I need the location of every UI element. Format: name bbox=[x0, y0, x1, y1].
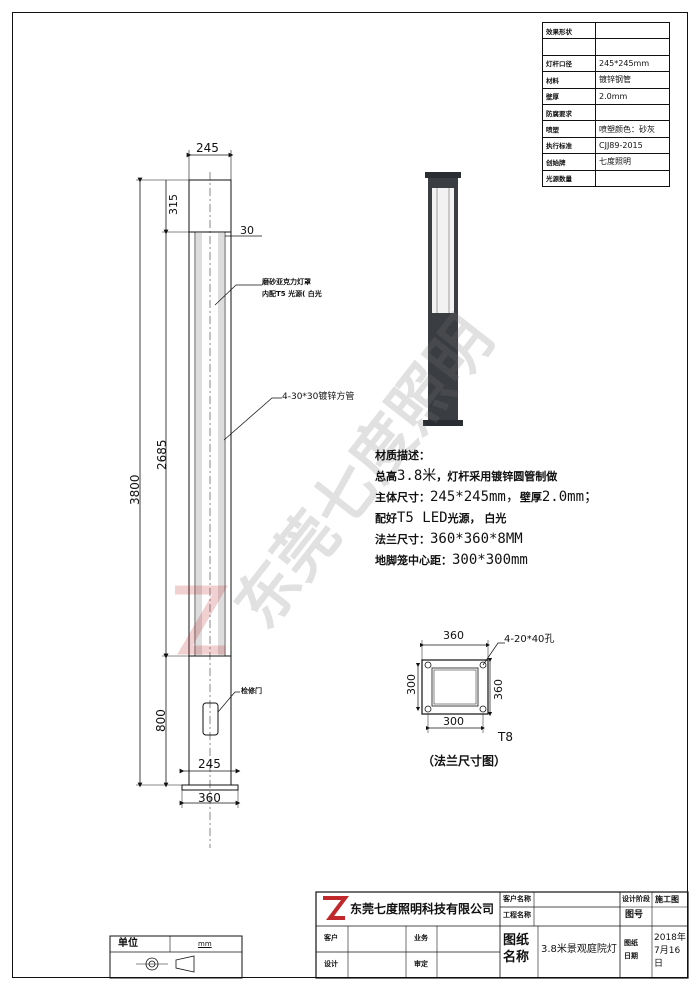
callout-door: 检修门 bbox=[241, 687, 262, 695]
unit-label: 单位 bbox=[118, 938, 138, 949]
dim-base-360: 360 bbox=[198, 791, 221, 805]
dim-bottom-245: 245 bbox=[198, 757, 221, 771]
dim-top-width: 245 bbox=[196, 141, 219, 155]
spec-key: 灯杆口径 bbox=[542, 54, 596, 73]
description-line-3: 配好T5 LED光源， 白光 bbox=[375, 510, 507, 526]
spec-row: 光源数量 bbox=[542, 169, 670, 187]
unit-value: mm bbox=[198, 940, 212, 948]
spec-value bbox=[595, 103, 670, 122]
flange-caption: （法兰尺寸图） bbox=[422, 754, 507, 768]
spec-value bbox=[595, 21, 670, 40]
spec-row bbox=[542, 38, 670, 56]
design-stage-label: 设计阶段 bbox=[622, 895, 650, 903]
spec-key: 光源数量 bbox=[542, 169, 596, 187]
dim-800: 800 bbox=[154, 709, 168, 732]
design-stage: 施工图 bbox=[655, 895, 679, 904]
business-label: 业务 bbox=[414, 934, 428, 942]
spec-value: 2.0mm bbox=[595, 87, 670, 105]
spec-key: 创始牌 bbox=[542, 153, 596, 171]
spec-row: 防腐要求 bbox=[542, 103, 670, 122]
drawing-name: 3.8米景观庭院灯 bbox=[541, 944, 617, 955]
product-illustration bbox=[423, 172, 463, 426]
spec-value: 喷塑颜色：砂灰 bbox=[595, 120, 670, 138]
spec-key: 防腐要求 bbox=[542, 103, 596, 122]
description-line-2: 主体尺寸：245*245mm，壁厚2.0mm； bbox=[375, 489, 599, 505]
spec-key: 喷塑 bbox=[542, 120, 596, 138]
spec-row: 喷塑喷塑颜色：砂灰 bbox=[542, 120, 670, 138]
review-label: 审定 bbox=[414, 960, 428, 968]
description-line-4: 法兰尺寸：360*360*8MM bbox=[375, 531, 523, 547]
company-logo bbox=[323, 896, 349, 920]
date-label: 图纸日期 bbox=[624, 939, 638, 960]
description-line-1: 总高3.8米，灯杆采用镀锌圆管制做 bbox=[375, 468, 558, 484]
description-line-5: 地脚笼中心距：300*300mm bbox=[375, 552, 528, 568]
drawing-no-label: 图号 bbox=[625, 910, 644, 920]
spec-value: 七度照明 bbox=[595, 153, 670, 171]
spec-row: 材料镀锌钢管 bbox=[542, 71, 670, 89]
spec-row: 创始牌七度照明 bbox=[542, 153, 670, 171]
title-block-lines bbox=[109, 891, 689, 979]
spec-key: 壁厚 bbox=[542, 87, 596, 105]
spec-key bbox=[542, 38, 596, 56]
flange-dim-top: 360 bbox=[443, 629, 464, 642]
drawing-date: 2018年7月16日 bbox=[654, 933, 686, 969]
dim-30: 30 bbox=[240, 224, 254, 237]
drawing-name-label: 图纸名称 bbox=[503, 933, 530, 965]
callout-diffuser-2: 内配T5 光源( 白光 bbox=[262, 290, 322, 298]
flange-holes: 4-20*40孔 bbox=[504, 634, 555, 645]
spec-value bbox=[595, 38, 670, 56]
description-title: 材质描述： bbox=[375, 449, 430, 462]
material-description: 材质描述： 总高3.8米，灯杆采用镀锌圆管制做 主体尺寸：245*245mm，壁… bbox=[375, 446, 598, 571]
spec-key: 材料 bbox=[542, 71, 596, 89]
spec-value: CJJ89-2015 bbox=[595, 136, 670, 155]
spec-key: 执行标准 bbox=[542, 136, 596, 155]
project-name-label: 工程名称 bbox=[503, 911, 531, 919]
customer-name-label: 客户名称 bbox=[503, 895, 531, 903]
dim-315: 315 bbox=[167, 194, 180, 215]
company-name: 东莞七度照明科技有限公司 bbox=[350, 902, 495, 916]
design-label: 设计 bbox=[324, 960, 338, 968]
dim-3800: 3800 bbox=[128, 474, 142, 505]
pole-elevation bbox=[181, 179, 239, 791]
flange-dim-left: 300 bbox=[405, 674, 418, 695]
spec-value: 245*245mm bbox=[595, 54, 670, 73]
dim-2685: 2685 bbox=[155, 439, 169, 470]
spec-value: 镀锌钢管 bbox=[595, 71, 670, 89]
spec-value bbox=[595, 169, 670, 187]
watermark-logo bbox=[175, 585, 228, 655]
flange-thickness: T8 bbox=[498, 730, 513, 744]
spec-row: 效果形状 bbox=[542, 21, 670, 40]
customer-label: 客户 bbox=[324, 934, 338, 942]
callout-post: 4-30*30镀锌方管 bbox=[282, 392, 355, 402]
spec-key: 效果形状 bbox=[542, 21, 596, 40]
flange-dim-right: 360 bbox=[492, 679, 505, 700]
flange-dim-bottom: 300 bbox=[443, 715, 464, 728]
flange-drawing bbox=[415, 640, 505, 733]
callout-diffuser-1: 磨砂亚克力灯罩 bbox=[262, 278, 311, 286]
